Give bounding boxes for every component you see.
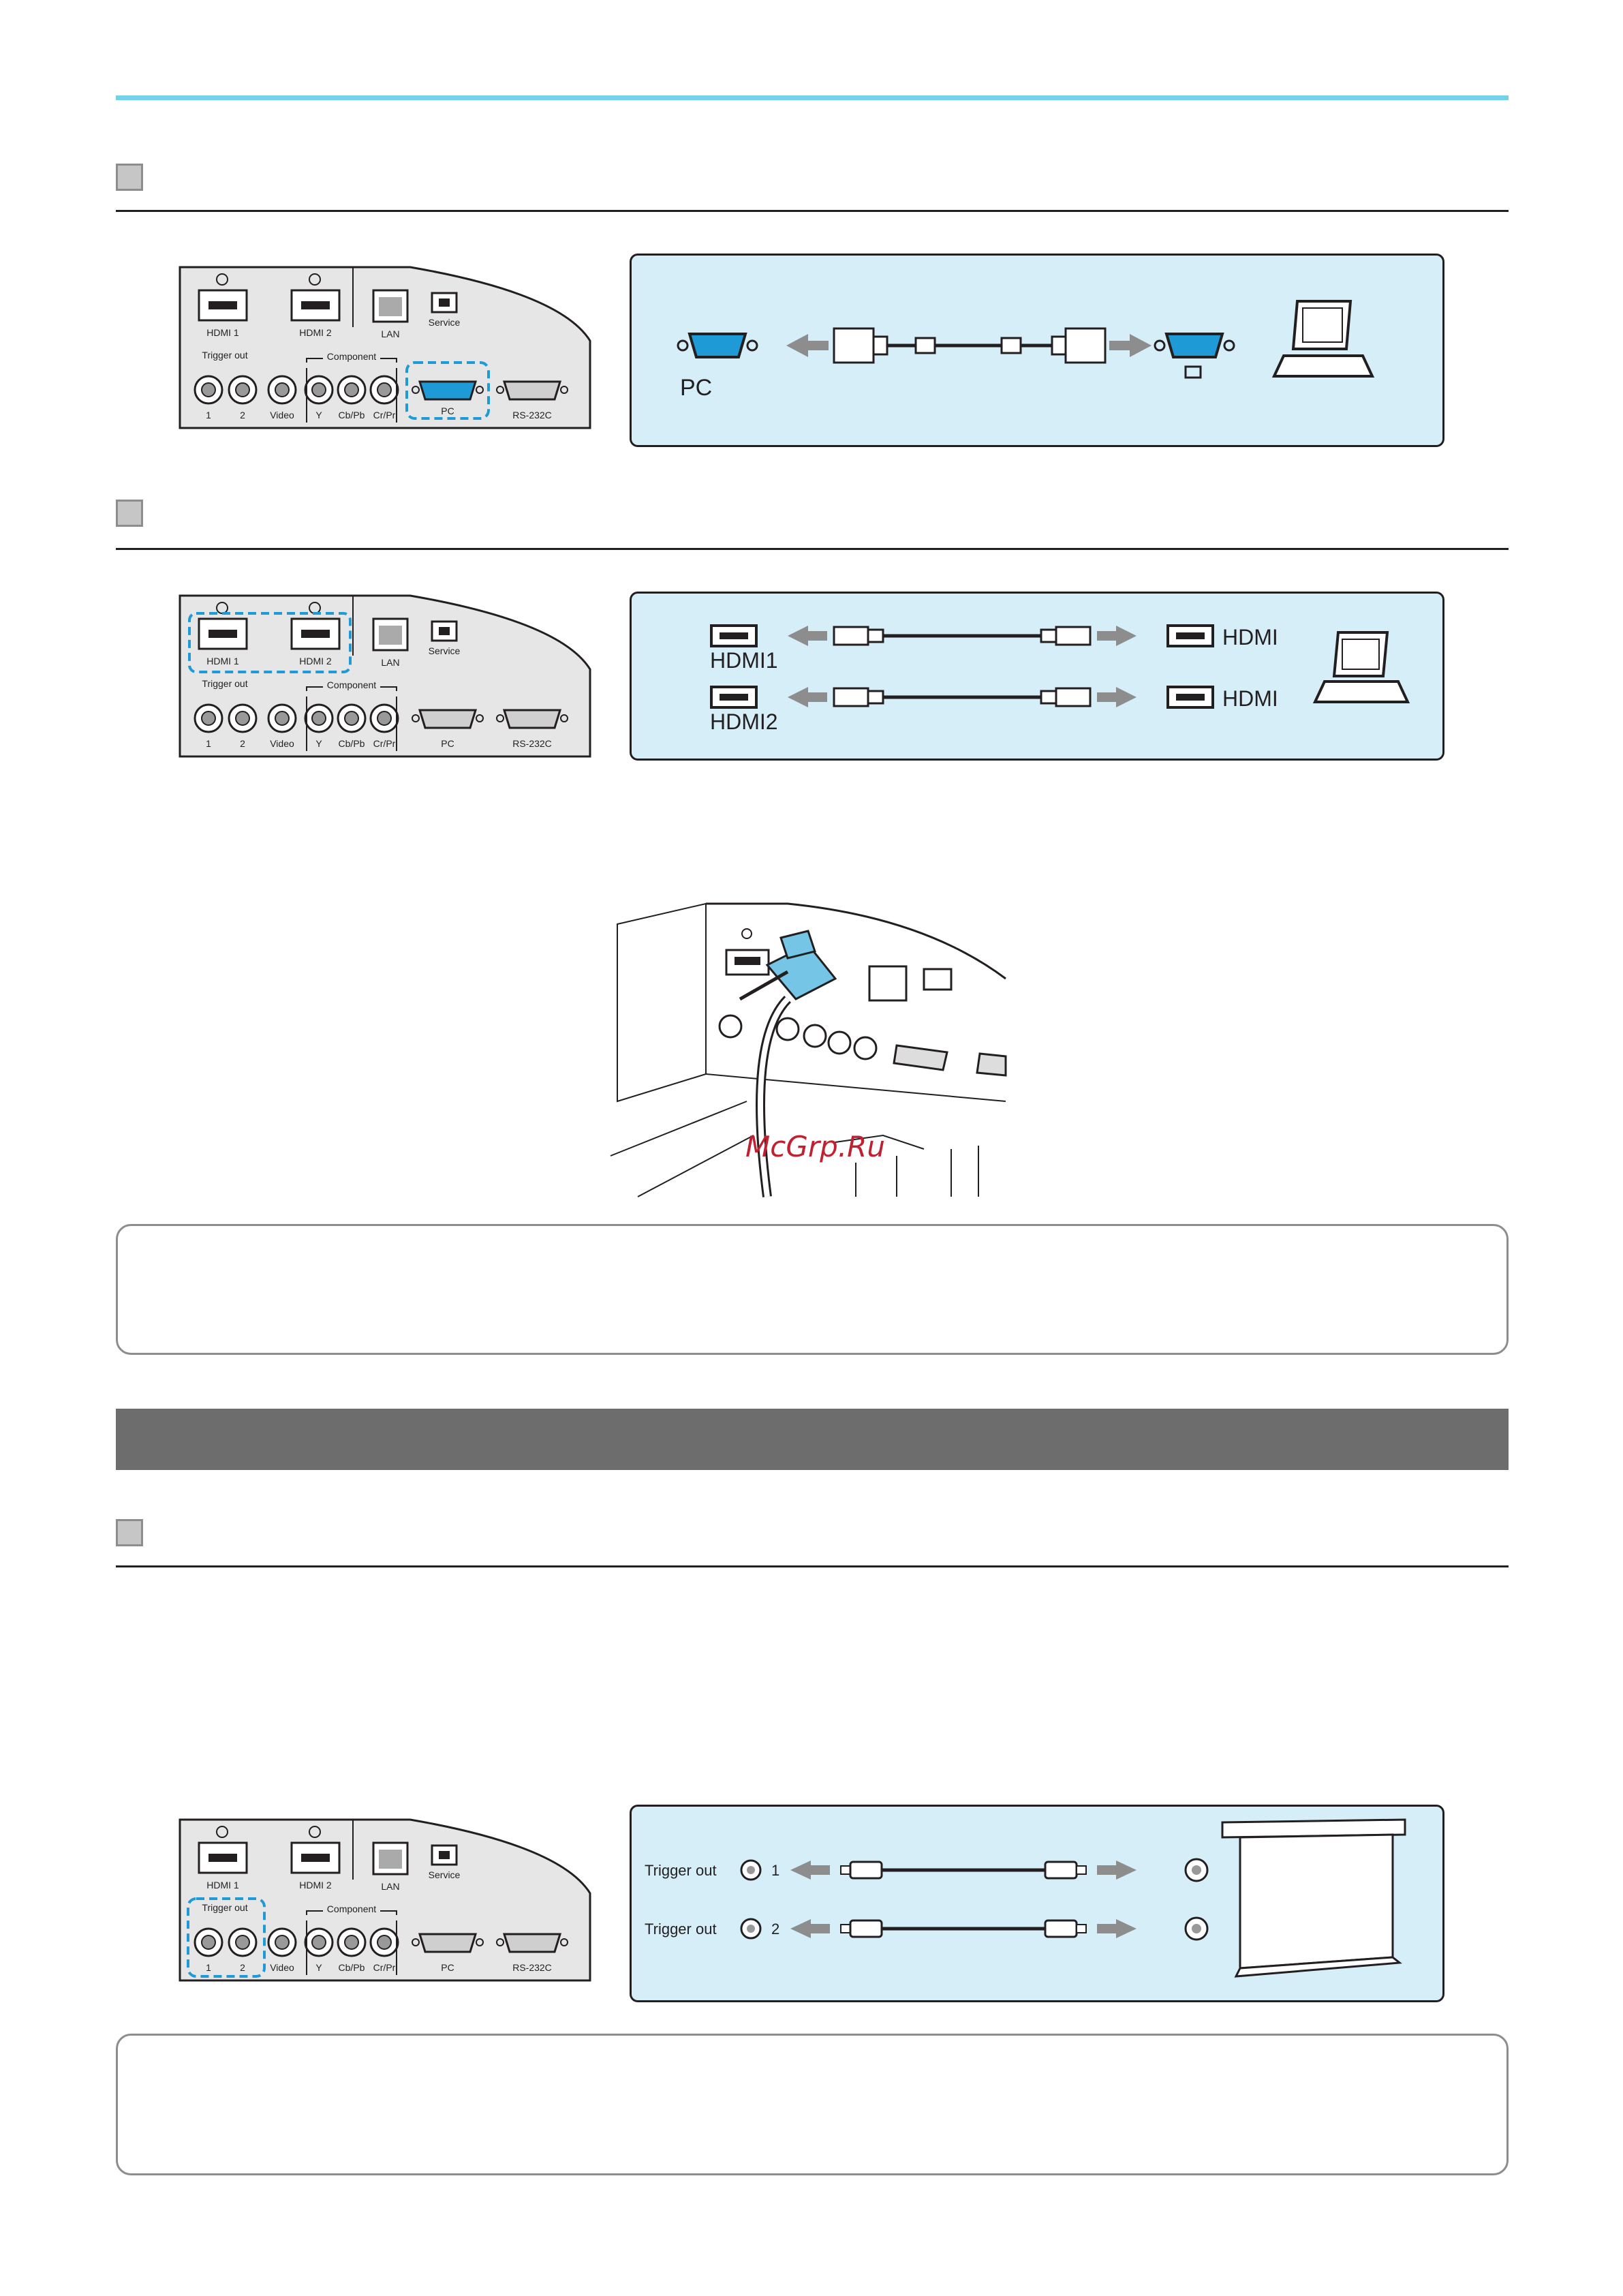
section-band <box>116 1409 1509 1470</box>
section-bullet-3 <box>116 1519 143 1546</box>
panel-label-component: Component <box>327 1903 376 1914</box>
diagram-trigger-art: Trigger out 1 Trigger out 2 <box>645 1818 1406 1978</box>
panel-label-cb: Cb/Pb <box>339 738 365 749</box>
panel-label-hdmi2: HDMI 2 <box>299 327 332 338</box>
panel-label-video: Video <box>270 1962 294 1973</box>
panel-label-component: Component <box>327 679 376 690</box>
watermark-text: McGrp.Ru <box>745 1130 885 1163</box>
panel-label-pc: PC <box>441 405 454 416</box>
note-box-1 <box>116 1224 1509 1355</box>
diagram-trigger-row1-label: Trigger out <box>645 1862 717 1879</box>
projector-panel-pc: HDMI 1 HDMI 2 LAN Service Trigger out Co… <box>179 266 591 429</box>
diagram-pc-port-label: PC <box>680 375 712 401</box>
section-rule-3 <box>116 1565 1509 1567</box>
diagram-hdmi-art: HDMI1 HDMI2 HDMI HDMI <box>710 624 1410 734</box>
panel-label-hdmi1: HDMI 1 <box>206 656 239 667</box>
section-bullet-1 <box>116 164 143 191</box>
panel-label-video: Video <box>270 410 294 420</box>
panel-label-rs232c: RS-232C <box>512 738 552 749</box>
panel-label-2: 2 <box>240 1962 245 1973</box>
diagram-trigger-row2-label: Trigger out <box>645 1920 717 1938</box>
projector-panel-trigger: HDMI 1 HDMI 2 LAN Service Trigger out Co… <box>179 1818 591 1982</box>
panel-label-service: Service <box>429 317 461 328</box>
panel-label-cr: Cr/Pr <box>373 410 396 420</box>
diagram-pc-art: PC <box>677 300 1375 401</box>
panel-label-lan: LAN <box>381 657 399 668</box>
panel-label-trigger-out: Trigger out <box>202 1902 247 1913</box>
panel-label-cr: Cr/Pr <box>373 738 396 749</box>
panel-label-lan: LAN <box>381 1881 399 1892</box>
panel-label-y: Y <box>315 1962 322 1973</box>
panel-label-hdmi1: HDMI 1 <box>206 327 239 338</box>
panel-label-cb: Cb/Pb <box>339 1962 365 1973</box>
section-bullet-2 <box>116 500 143 527</box>
panel-label-2: 2 <box>240 410 245 420</box>
panel-label-trigger-out: Trigger out <box>202 350 247 361</box>
panel-label-cb: Cb/Pb <box>339 410 365 420</box>
panel-label-y: Y <box>315 410 322 420</box>
diagram-hdmi-right-2: HDMI <box>1222 686 1278 711</box>
panel-label-pc: PC <box>441 738 454 749</box>
panel-label-1: 1 <box>206 410 211 420</box>
diagram-hdmi-left-2: HDMI2 <box>710 709 778 734</box>
panel-label-2: 2 <box>240 738 245 749</box>
panel-label-hdmi1: HDMI 1 <box>206 1880 239 1891</box>
header-accent-line <box>116 95 1509 100</box>
panel-label-cr: Cr/Pr <box>373 1962 396 1973</box>
panel-label-rs232c: RS-232C <box>512 1962 552 1973</box>
panel-label-service: Service <box>429 1869 461 1880</box>
panel-label-lan: LAN <box>381 328 399 339</box>
panel-label-component: Component <box>327 351 376 362</box>
diagram-trigger-row2-num: 2 <box>771 1920 779 1938</box>
panel-label-hdmi2: HDMI 2 <box>299 656 332 667</box>
panel-label-rs232c: RS-232C <box>512 410 552 420</box>
panel-label-service: Service <box>429 645 461 656</box>
panel-label-pc: PC <box>441 1962 454 1973</box>
panel-label-trigger-out: Trigger out <box>202 678 247 689</box>
section-rule-1 <box>116 210 1509 212</box>
panel-label-hdmi2: HDMI 2 <box>299 1880 332 1891</box>
diagram-hdmi-left-1: HDMI1 <box>710 648 778 673</box>
projector-panel-hdmi: HDMI 1 HDMI 2 LAN Service Trigger out Co… <box>179 594 591 758</box>
note-box-2 <box>116 2034 1509 2175</box>
section-rule-2 <box>116 548 1509 550</box>
panel-label-1: 1 <box>206 738 211 749</box>
diagram-hdmi-right-1: HDMI <box>1222 625 1278 649</box>
cable-fastening-illustration <box>610 897 1007 1197</box>
panel-label-1: 1 <box>206 1962 211 1973</box>
panel-label-y: Y <box>315 738 322 749</box>
diagram-hdmi-connection <box>630 592 1444 761</box>
panel-label-video: Video <box>270 738 294 749</box>
diagram-trigger-row1-num: 1 <box>771 1862 779 1879</box>
